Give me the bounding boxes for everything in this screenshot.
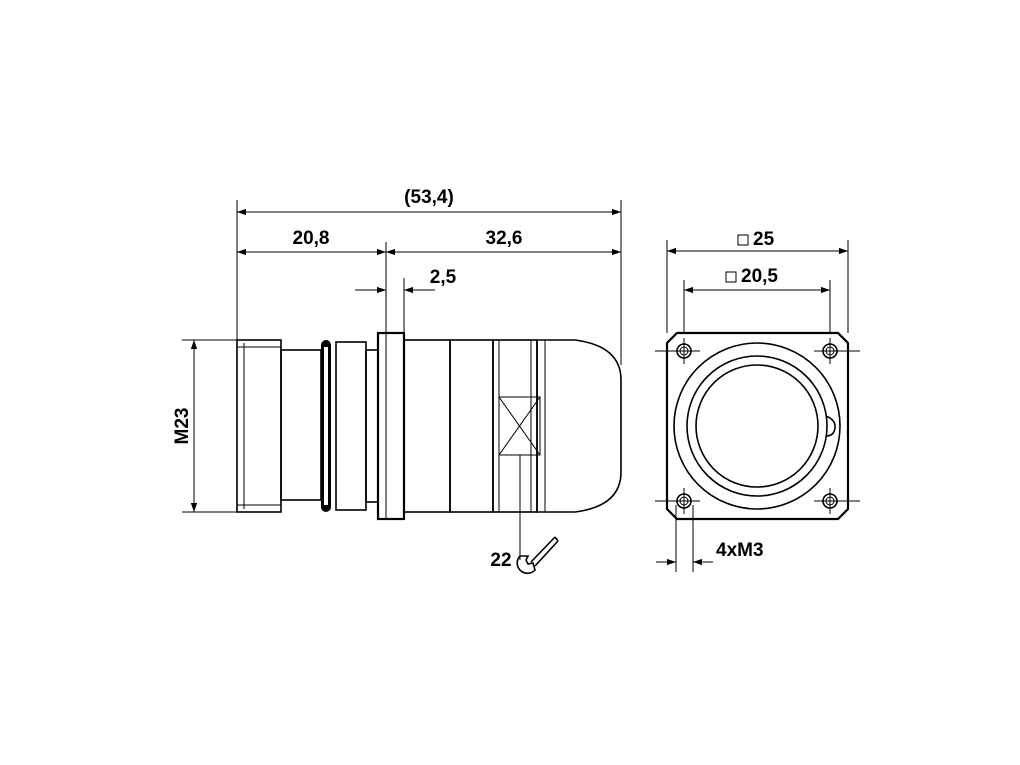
inner-ring-inner [695, 364, 819, 488]
wrench-flat-diagonal-2 [498, 396, 541, 456]
side-view: (53,4) 20,8 32,6 2,5 M23 [172, 187, 622, 575]
mounting-hole-tl [655, 338, 700, 364]
mounting-hole-tr [814, 338, 860, 364]
inner-ring-outer [686, 355, 828, 497]
coding-key [825, 415, 836, 437]
o-ring-gap [324, 347, 328, 505]
dim-flange-square: 25 [753, 229, 775, 250]
cap [536, 339, 622, 513]
front-view: 25 20,5 4xM3 [655, 229, 860, 572]
dim-front-length: 20,8 [293, 228, 330, 249]
dim-mounting-holes: 4xM3 [716, 540, 764, 561]
mounting-hole-bl [655, 488, 700, 514]
flange-outline [665, 331, 850, 521]
collar [335, 341, 367, 511]
dim-rear-length: 32,6 [486, 228, 523, 249]
wrench-size-label: 22 [490, 550, 511, 571]
flange [376, 331, 406, 521]
collar-step [365, 349, 379, 503]
neck-section [280, 349, 322, 501]
outer-circle [673, 342, 841, 510]
wrench-icon [516, 536, 559, 575]
mounting-hole-br [814, 488, 860, 514]
body-section-1 [403, 339, 451, 513]
hex-section [492, 339, 538, 513]
dim-overall-length: (53,4) [404, 187, 454, 208]
body-section-2 [449, 339, 494, 513]
dim-thread: M23 [172, 408, 193, 445]
square-icon [725, 271, 737, 283]
square-icon [737, 234, 749, 246]
dim-hole-spacing: 20,5 [741, 266, 778, 287]
dim-flange-thickness: 2,5 [430, 267, 457, 288]
